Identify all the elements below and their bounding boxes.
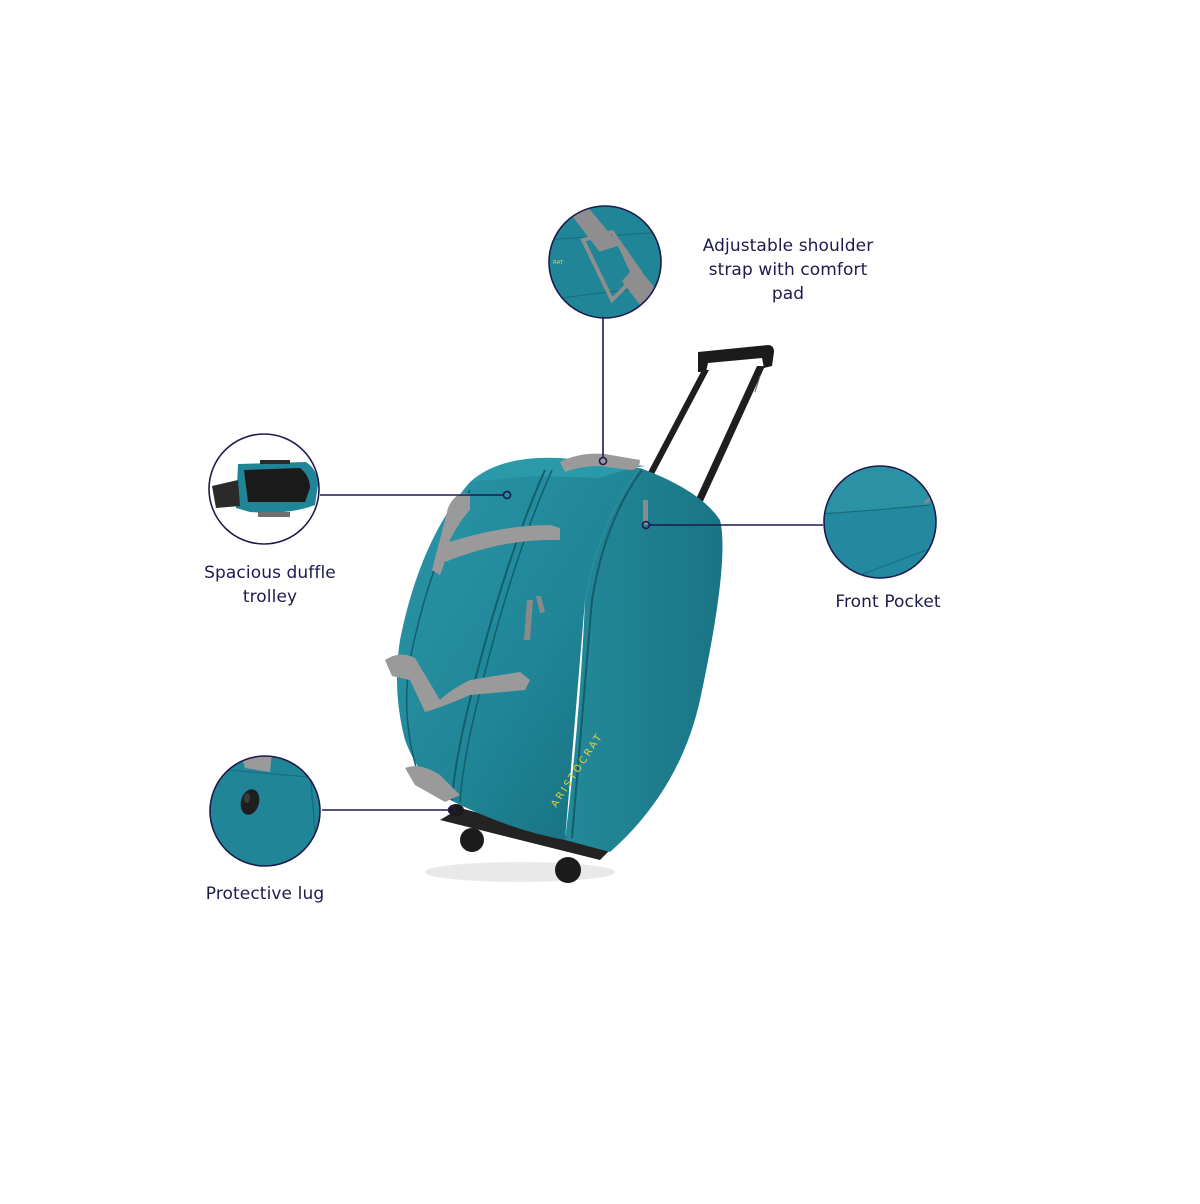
anchor-dot-lug (447, 805, 457, 815)
label-line: Protective lug (205, 884, 325, 904)
callout-label-protective-lug: Protective lug (190, 882, 340, 906)
label-line: Spacious duffle (204, 563, 336, 583)
callout-label-front-pocket: Front Pocket (818, 590, 958, 614)
label-line: pad (771, 284, 805, 304)
callout-connectors (320, 318, 823, 815)
label-line: Front Pocket (835, 592, 941, 612)
shoulder-strap-detail-icon: RAT (548, 205, 662, 319)
open-duffle-interior-detail-icon (208, 433, 320, 545)
anchor-dot-pocket (641, 520, 651, 530)
label-line: trolley (242, 587, 298, 607)
label-line: Adjustable shoulder (702, 236, 874, 256)
wheel-left (460, 828, 484, 852)
label-line: strap with comfort (708, 260, 868, 280)
trolley-handle (645, 345, 774, 510)
front-pocket-detail-icon (823, 465, 937, 579)
duffle-trolley-bag: ARISTOCRAT (385, 453, 723, 883)
wheel-right (555, 857, 581, 883)
anchor-dot-strap (598, 456, 608, 466)
svg-text:RAT: RAT (553, 260, 564, 266)
protective-lug-detail-icon (209, 755, 321, 867)
callout-label-shoulder-strap: Adjustable shoulder strap with comfort p… (688, 234, 888, 306)
anchor-dot-duffle (502, 490, 512, 500)
callout-label-spacious-duffle: Spacious duffle trolley (188, 561, 352, 609)
